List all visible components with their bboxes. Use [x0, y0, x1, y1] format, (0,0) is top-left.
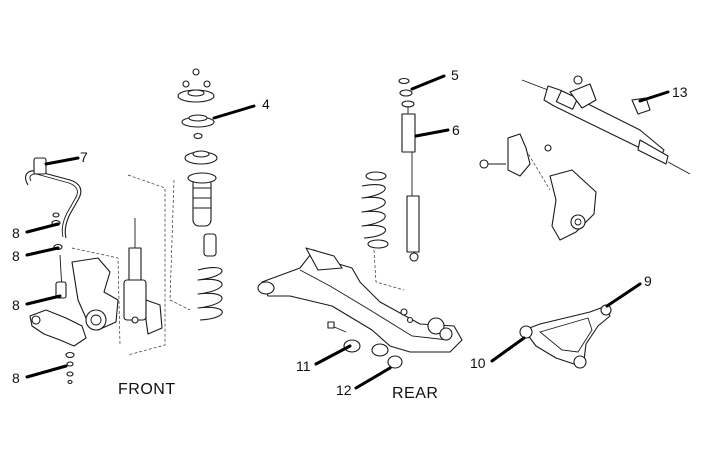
front-strut-mount-stack	[169, 68, 223, 321]
callout-7: 7	[80, 149, 88, 165]
rear-axle-beam	[257, 247, 463, 357]
callout-8-a: 8	[12, 225, 20, 241]
section-label-rear: REAR	[392, 385, 438, 402]
callout-13: 13	[672, 84, 688, 100]
callout-8-c: 8	[12, 297, 20, 313]
section-label-front: FRONT	[118, 381, 176, 398]
rear-trailing-bushing	[327, 321, 361, 353]
callout-8-d: 8	[12, 370, 20, 386]
leader-8c	[25, 294, 62, 306]
callout-6: 6	[452, 122, 460, 138]
callout-labels: 4 5 6 7 8 8 8 8 9 10 11 12 13	[12, 67, 688, 398]
callout-8-b: 8	[12, 248, 20, 264]
rear-beam-bushing	[387, 308, 414, 369]
callout-5: 5	[451, 67, 459, 83]
front-knuckle-assembly	[29, 247, 121, 347]
callout-10: 10	[470, 355, 486, 371]
rear-coil-spring	[361, 171, 405, 291]
leader-10	[490, 336, 526, 363]
stabilizer-bushing-7	[33, 157, 47, 175]
leader-8d	[25, 364, 68, 379]
steering-rack	[521, 75, 691, 175]
leader-11	[314, 344, 352, 366]
leader-lines	[25, 74, 670, 390]
stabilizer-bar	[25, 157, 82, 239]
front-strut	[123, 174, 166, 356]
leader-5	[410, 74, 446, 91]
callout-12: 12	[336, 382, 352, 398]
callout-9: 9	[644, 273, 652, 289]
steering-knuckle	[479, 133, 597, 241]
leader-13	[638, 90, 670, 103]
leader-7	[44, 156, 80, 166]
rear-shock-absorber	[398, 77, 420, 262]
leader-12	[354, 366, 392, 390]
leader-4	[212, 104, 256, 120]
leader-9	[605, 282, 642, 308]
callout-11: 11	[296, 358, 311, 374]
leader-6	[414, 128, 450, 138]
leader-8a	[25, 222, 60, 234]
lower-control-arm	[519, 304, 612, 369]
callout-4: 4	[262, 96, 270, 112]
leader-8b	[25, 246, 60, 257]
